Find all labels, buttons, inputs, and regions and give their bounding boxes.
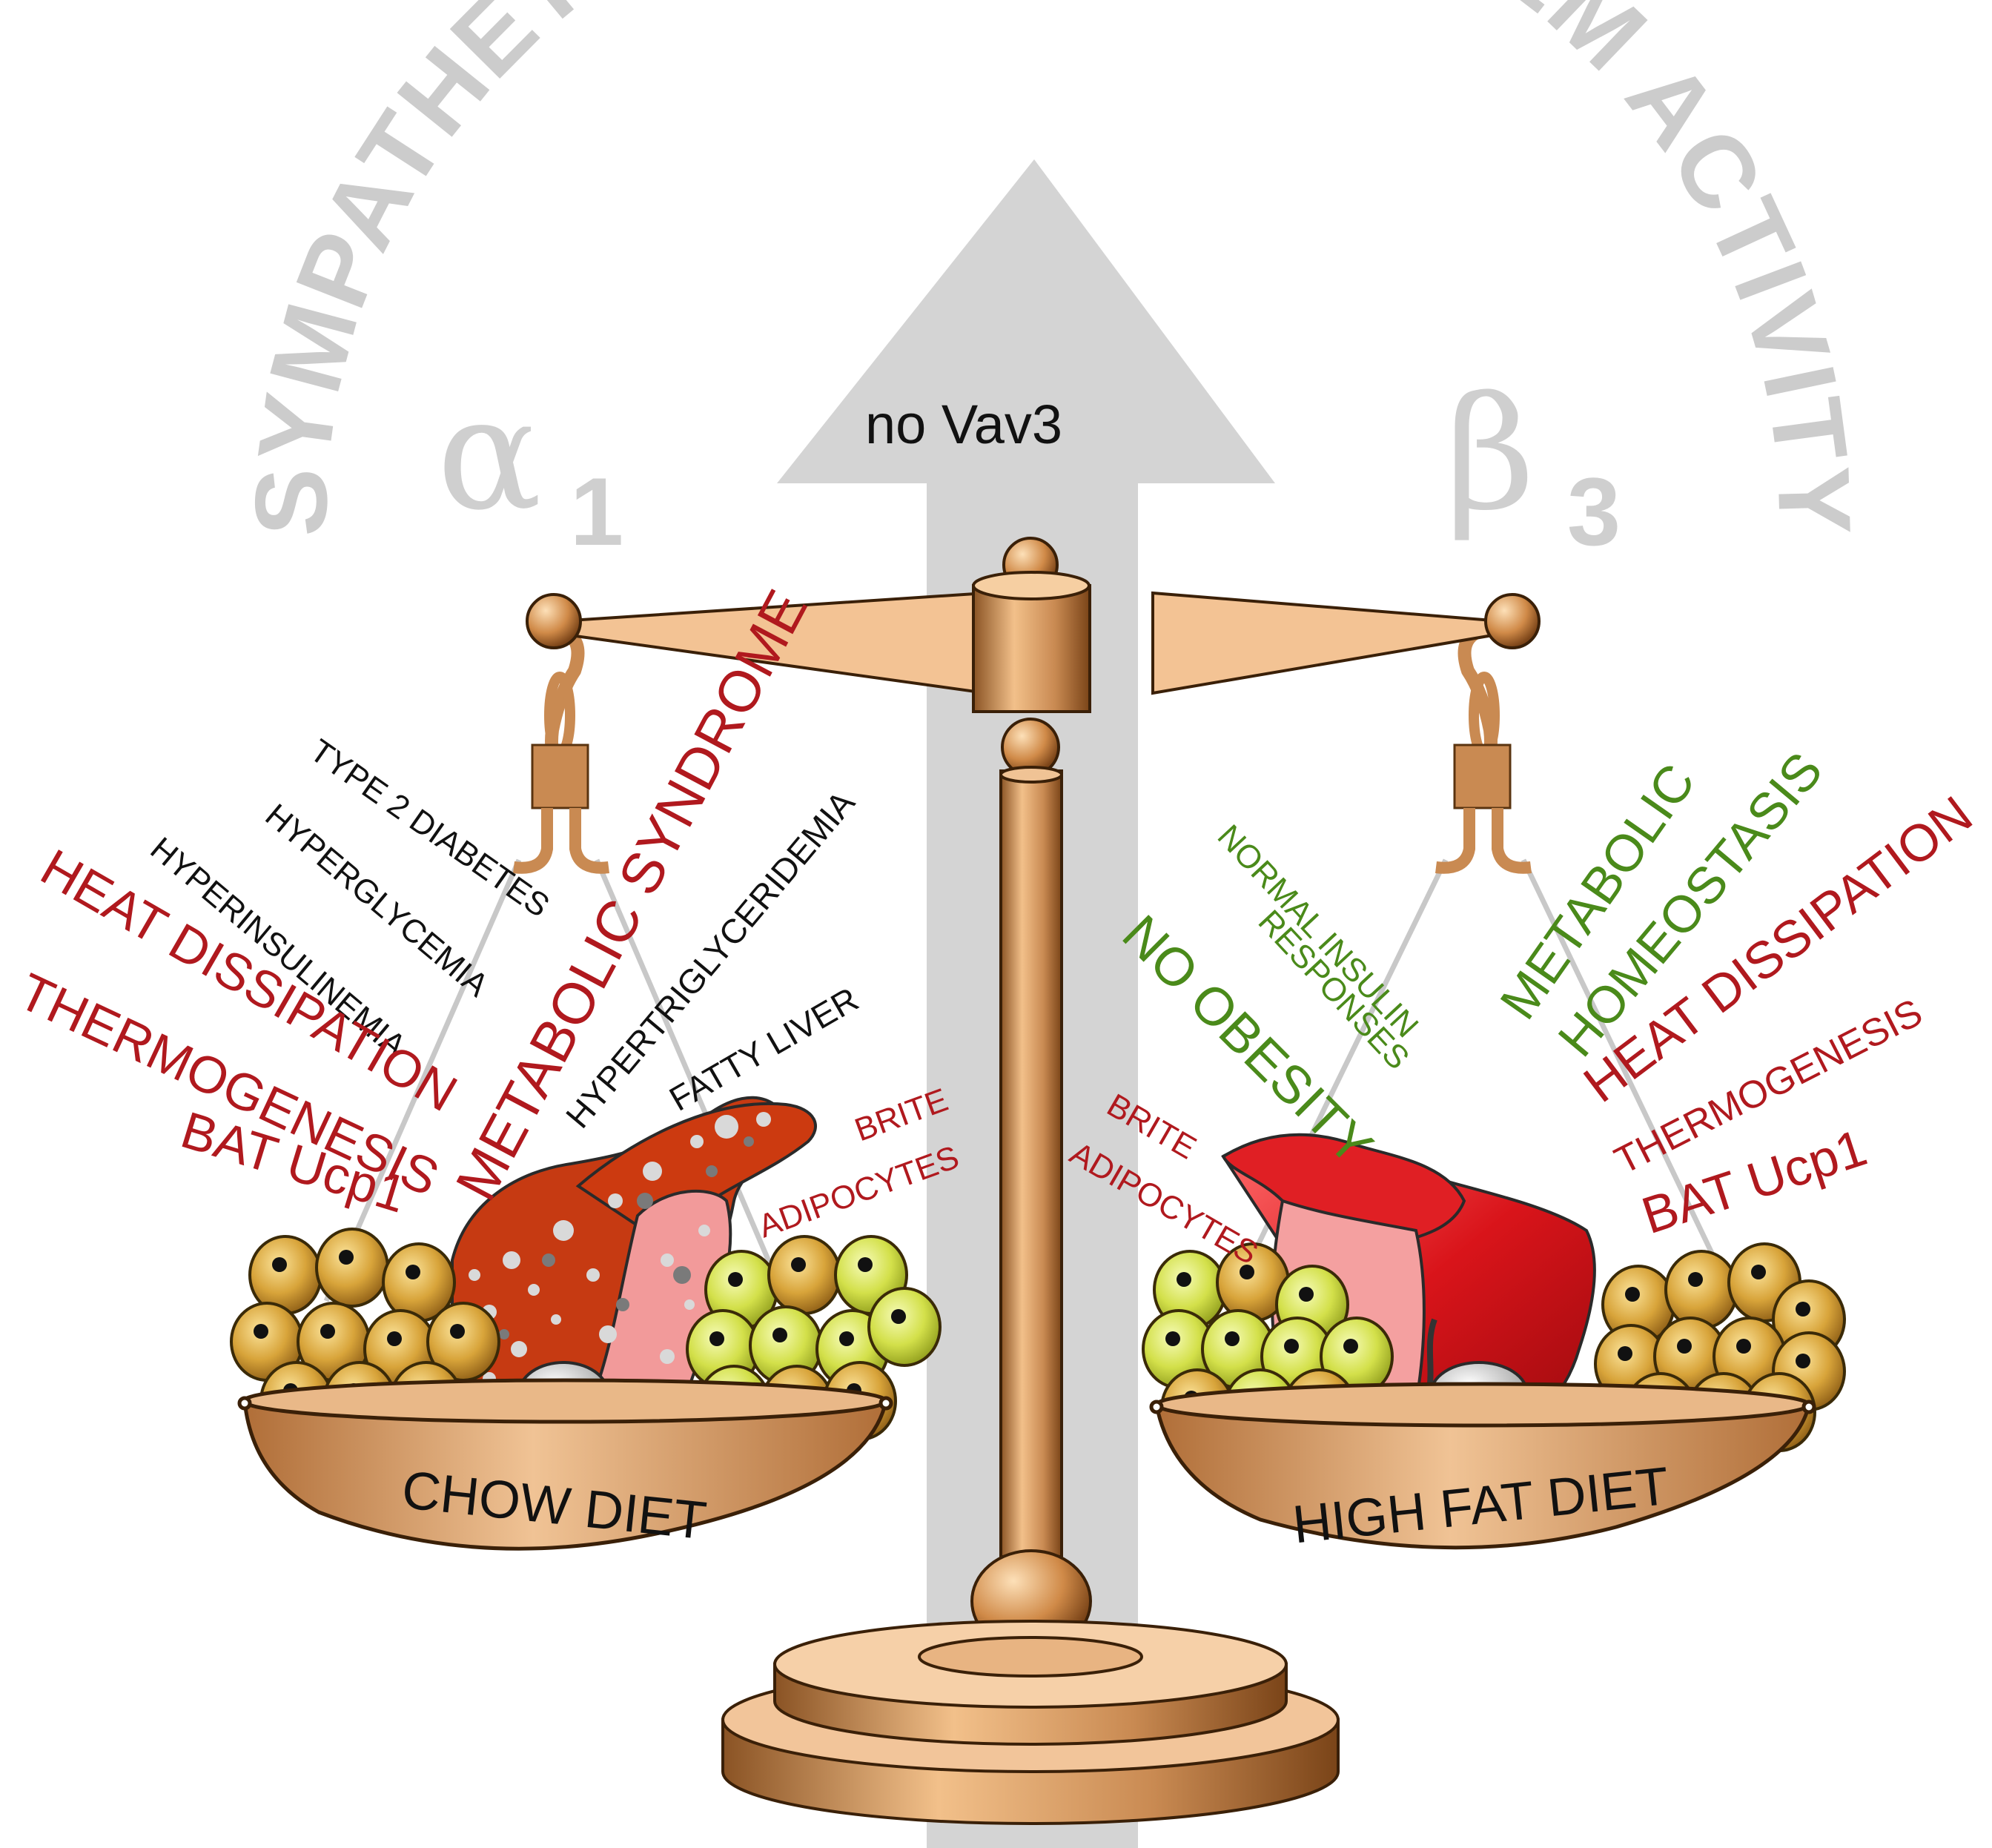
svg-text:α: α: [437, 363, 542, 545]
svg-text:β: β: [1445, 363, 1535, 545]
balance-beam: [526, 537, 1541, 713]
balance-stand: [721, 718, 1340, 1825]
arrow-label: no Vav3: [865, 394, 1062, 455]
label-type2-diabetes: TYPE 2 DIABETES: [303, 732, 556, 924]
bat-adipocyte: [248, 1235, 322, 1315]
right-pan: [1149, 1382, 1816, 1550]
brite-adipocyte: [767, 1235, 841, 1315]
right-labels: NORMAL INSULIN RESPONSES NO OBESITY META…: [1064, 741, 1982, 1271]
bat-adipocyte: [426, 1302, 500, 1382]
beta3-receptor: β 3: [1445, 363, 1621, 566]
svg-text:3: 3: [1567, 457, 1621, 566]
svg-text:1: 1: [570, 457, 623, 566]
left-pan: [237, 1378, 893, 1551]
bat-adipocyte: [315, 1228, 389, 1308]
left-labels: TYPE 2 DIABETES HYPERGLYCEMIA HYPERINSUL…: [10, 580, 964, 1245]
pan-strings: [323, 858, 1738, 1302]
brite-adipocyte: [867, 1287, 942, 1367]
bat-adipocyte: [1664, 1250, 1738, 1330]
left-hanger: [513, 623, 609, 874]
right-hanger: [1435, 623, 1532, 874]
alpha1-receptor: α 1: [437, 363, 623, 566]
bat-adipocyte: [382, 1242, 456, 1322]
